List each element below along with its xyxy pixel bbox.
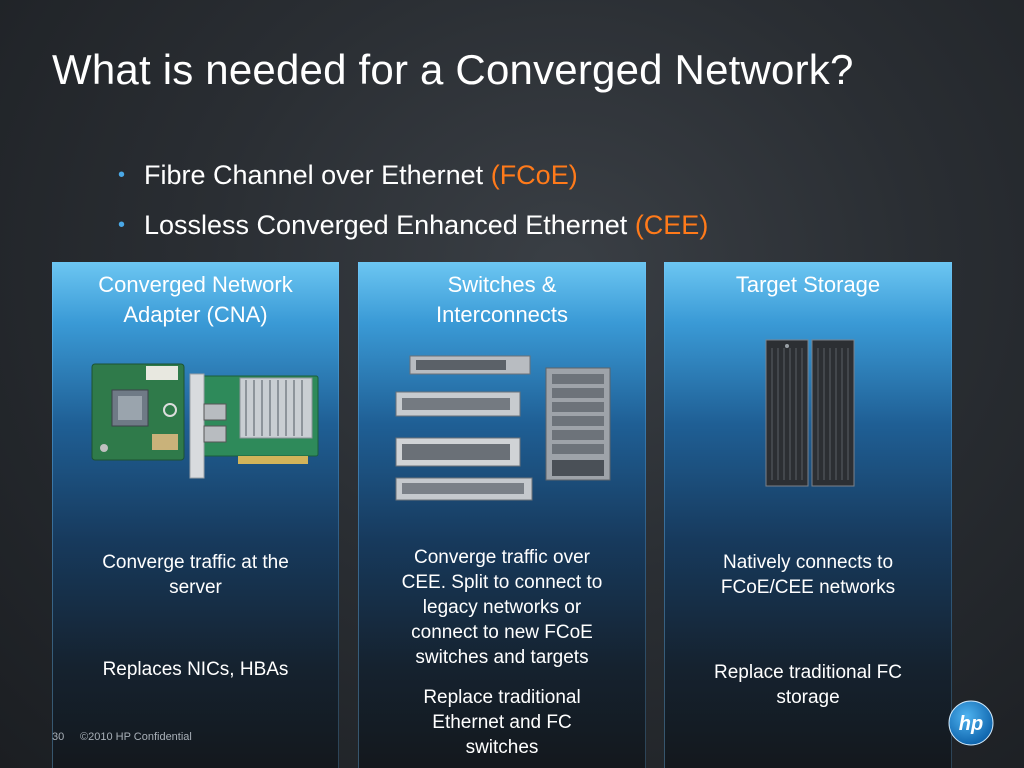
description-line: switches and targets [415, 647, 589, 668]
description-line: Converge traffic at the [102, 552, 289, 573]
switch-chassis-icon [545, 367, 611, 481]
column-description: Converge traffic at the server [60, 550, 331, 600]
storage-rack-icon [765, 339, 855, 487]
description-line: connect to new FCoE [411, 622, 593, 643]
column-heading-line: Adapter (CNA) [123, 302, 268, 327]
column-heading: Switches & Interconnects [358, 270, 646, 330]
description-line: CEE. Split to connect to [401, 572, 603, 593]
column-switches: Switches & Interconnects Converg [358, 262, 646, 768]
column-heading-line: Target Storage [735, 272, 881, 297]
description-line: FCoE/CEE networks [720, 577, 896, 598]
column-heading-line: Interconnects [435, 302, 569, 327]
logo-text: hp [959, 713, 983, 735]
column-heading: Converged Network Adapter (CNA) [52, 270, 339, 330]
column-heading-line: Switches & [447, 272, 557, 297]
description-line: legacy networks or [422, 597, 582, 618]
bullet-item: • Fibre Channel over Ethernet (FCoE) [118, 150, 708, 200]
bullet-text: Lossless Converged Enhanced Ethernet [144, 210, 635, 240]
column-heading-line: Converged Network [98, 272, 293, 297]
bullet-highlight: (CEE) [634, 210, 709, 240]
description-line: Replaces NICs, HBAs [102, 659, 289, 680]
column-heading: Target Storage [664, 270, 952, 300]
slide-title: What is needed for a Converged Network? [52, 46, 854, 93]
hp-logo-icon: hp [948, 700, 994, 746]
column-description: Natively connects to FCoE/CEE networks [672, 550, 944, 600]
description-line: switches [465, 737, 539, 758]
column-description: Converge traffic over CEE. Split to conn… [366, 545, 638, 670]
copyright-notice: ©2010 HP Confidential [80, 731, 192, 743]
network-switch-icon [395, 355, 533, 501]
bullet-dot-icon: • [118, 214, 126, 236]
bullet-highlight: (FCoE) [490, 160, 578, 190]
network-adapter-card-icon [91, 363, 319, 479]
description-line: server [169, 577, 222, 598]
column-description-2: Replaces NICs, HBAs [60, 657, 331, 682]
description-line: storage [776, 687, 840, 708]
column-storage: Target Storage Natively connects to FCoE… [664, 262, 952, 768]
page-number: 30 [52, 731, 65, 743]
description-line: Ethernet and FC [432, 712, 572, 733]
bullet-list: • Fibre Channel over Ethernet (FCoE) • Los… [118, 150, 708, 250]
column-cna: Converged Network Adapter (CNA) Converge… [52, 262, 339, 768]
bullet-item: • Lossless Converged Enhanced Ethernet (C… [118, 200, 708, 250]
description-line: Replace traditional [423, 687, 581, 708]
column-description-2: Replace traditional Ethernet and FC swit… [366, 685, 638, 760]
column-description-2: Replace traditional FC storage [672, 660, 944, 710]
description-line: Converge traffic over [413, 547, 590, 568]
bullet-text: Fibre Channel over Ethernet [144, 160, 491, 190]
description-line: Replace traditional FC [714, 662, 902, 683]
bullet-dot-icon: • [118, 164, 126, 186]
description-line: Natively connects to [722, 552, 894, 573]
